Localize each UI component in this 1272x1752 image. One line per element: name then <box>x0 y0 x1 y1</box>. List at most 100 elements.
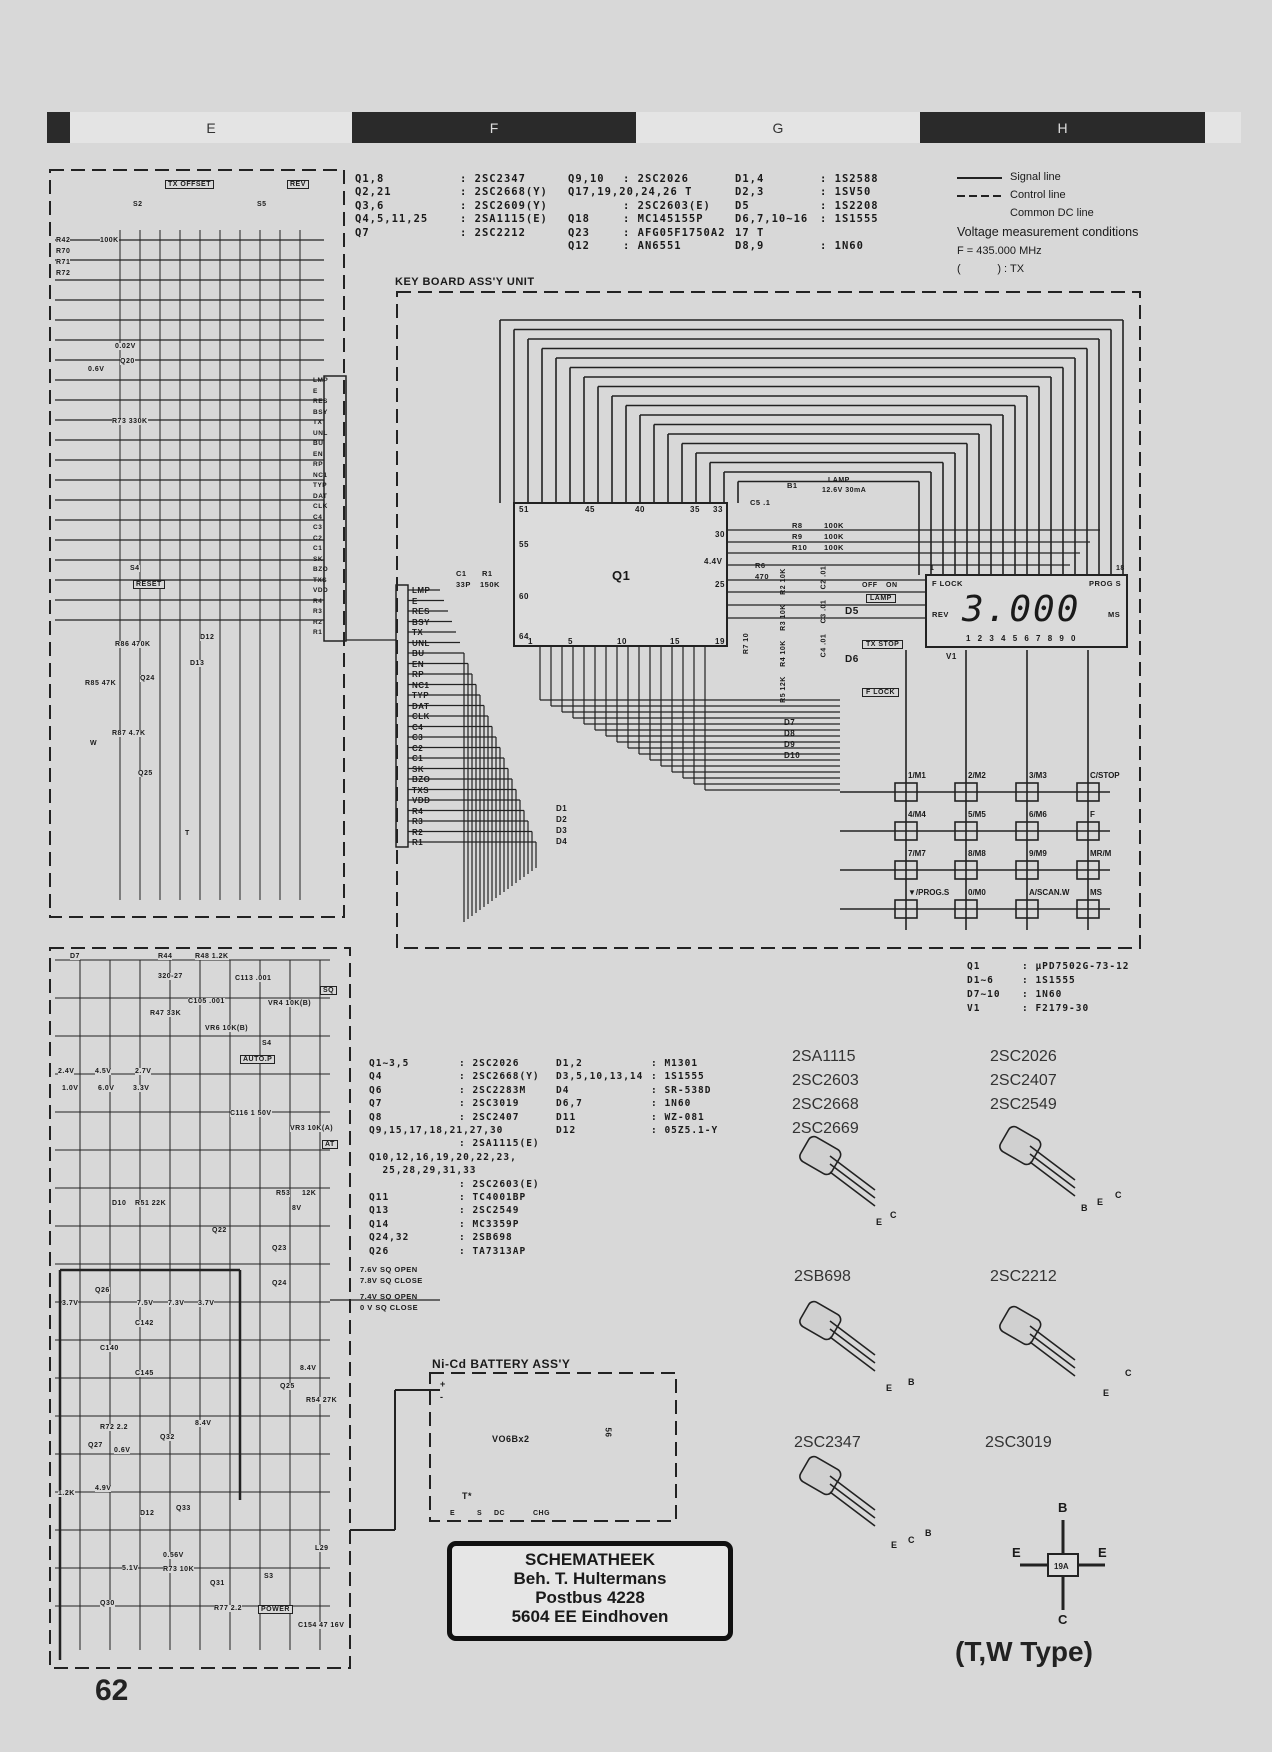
part-number: 2SB698 <box>472 1232 513 1244</box>
connector-pin-label: C4 <box>412 722 424 732</box>
circuit-label-v84: 8.4V <box>300 1365 317 1372</box>
switch-tx-stop: TX STOP <box>862 640 904 649</box>
part-number: 2SC2668(Y) <box>474 186 548 199</box>
part-ref: Q23 <box>568 226 590 239</box>
part-ref: Q6 <box>369 1084 383 1096</box>
parts-row: Q17,19,20,24,26 T <box>568 186 726 199</box>
part-number: 1N60 <box>834 240 864 253</box>
transistor-package-icon <box>799 1300 876 1372</box>
connector-pin-label: UNL <box>412 638 430 648</box>
circuit-label-vr3: VR3 10K(A) <box>290 1125 334 1132</box>
circuit-label-v24: 2.4V <box>58 1068 75 1075</box>
parts-row: D7~10: 1N60 <box>967 988 1130 1002</box>
circuit-label-c113: C113 .001 <box>235 975 272 982</box>
parts-row: Q18: MC145155P <box>568 213 726 226</box>
ic-pin-number: 25 <box>715 580 725 589</box>
separator: : <box>623 199 638 212</box>
circuit-label-q24: Q24 <box>140 675 155 682</box>
circuit-label-v51: 5.1V <box>122 1565 139 1572</box>
part-ref: Q26 <box>369 1245 390 1257</box>
part-ref: Q14 <box>369 1218 390 1230</box>
transistor-type: 2SC2026 <box>990 1048 1057 1065</box>
parts-row: D6,7,10~16: 1S1555 <box>735 213 879 226</box>
circuit-label-r48: R48 1.2K <box>195 953 229 960</box>
switch-on-label: ON <box>886 582 898 589</box>
key-label: F <box>1090 810 1095 819</box>
circuit-label-t: T <box>185 830 190 837</box>
stamp-line: Beh. T. Hultermans <box>513 1569 667 1588</box>
connector-pin-label: BZO <box>412 775 431 784</box>
connector-pin-label: UNL <box>313 429 328 437</box>
part-number: 05Z5.1-Y <box>664 1125 719 1137</box>
circuit-label-v06b: 0.6V <box>114 1447 131 1454</box>
connector-pin-label: R1 <box>313 629 323 636</box>
separator: : <box>623 240 638 253</box>
battery-terminal: CHG <box>533 1510 551 1517</box>
connector-pin-label: SK <box>313 555 324 563</box>
circuit-label-vr4: VR4 10K(B) <box>268 1000 312 1007</box>
separator: : <box>1022 989 1036 1000</box>
part-ref <box>369 1178 459 1191</box>
parts-row: Q7: 2SC2212 <box>355 227 548 240</box>
parts-row: D1,2: M1301 <box>556 1057 718 1070</box>
circuit-label-c140: C140 <box>100 1345 119 1352</box>
connector-pin-label: BU <box>313 440 324 447</box>
part-number: M1301 <box>664 1058 699 1069</box>
component-r8: R8 <box>792 521 803 530</box>
part-ref: Q7 <box>369 1098 383 1110</box>
connector-main <box>323 375 347 642</box>
lamp-spec: 12.6V 30mA <box>822 487 867 494</box>
separator: : <box>820 240 835 253</box>
transistor-pin-label: E <box>876 1217 883 1227</box>
connector-pin-label: DAT <box>412 701 430 711</box>
circuit-label-d13: D13 <box>190 660 205 667</box>
circuit-label-r53: R53 <box>276 1190 291 1197</box>
battery-title: Ni-Cd BATTERY ASS'Y <box>432 1357 571 1371</box>
circuit-label-q24b: Q24 <box>272 1280 287 1287</box>
parts-row: Q13: 2SC2549 <box>369 1204 540 1217</box>
part-number: 2SC3019 <box>472 1098 520 1110</box>
ic-pin-number: 45 <box>585 505 595 514</box>
switch-f-lock: F LOCK <box>862 688 900 697</box>
transistor-group-2: 2SC2026 2SC2407 2SC2549 <box>990 1045 1057 1117</box>
separator: : <box>651 1111 665 1123</box>
circuit-label-r73b: R73 10K <box>163 1566 195 1573</box>
parts-row: : 2SC2603(E) <box>568 200 726 213</box>
separator: : <box>459 1058 473 1069</box>
sq-note: 0 V SQ CLOSE <box>360 1303 419 1312</box>
key-label: 5/M5 <box>968 810 986 819</box>
ic-pin-number: 10 <box>617 637 627 646</box>
circuit-label-r85: R85 47K <box>85 680 117 687</box>
connector-pin-label: BZO <box>313 566 329 573</box>
display-rev: REV <box>932 610 949 619</box>
display-ms: MS <box>1108 610 1121 619</box>
part-ref: V1 <box>967 1003 981 1014</box>
separator: : <box>651 1084 665 1096</box>
circuit-label-r47: R47 33K <box>150 1010 182 1017</box>
connector-pin-label: VDD <box>313 587 329 594</box>
part-ref: Q9,15,17,18,21,27,30 <box>369 1125 504 1137</box>
connector-pin-label: SK <box>412 764 425 774</box>
part-ref: D8,9 <box>735 240 765 253</box>
separator: : <box>820 186 835 199</box>
ic-pin-number: 30 <box>715 530 725 539</box>
circuit-label-v49: 4.9V <box>95 1485 112 1492</box>
circuit-label-r70: R70 <box>56 248 71 255</box>
connector-pin-label: TXS <box>412 785 430 795</box>
column-header-g: G <box>636 112 920 143</box>
separator: : <box>459 1071 473 1083</box>
circuit-label-c116: C116 1 50V <box>230 1110 272 1117</box>
circuit-label-d7: D7 <box>70 953 80 960</box>
part-number: SR-538D <box>664 1084 712 1096</box>
transistor-type: 2SB698 <box>794 1268 851 1285</box>
part-number: 2SC2407 <box>472 1111 520 1123</box>
circuit-label-q30: Q30 <box>100 1600 115 1607</box>
circuit-label-d10: D10 <box>112 1200 127 1207</box>
package-code: 19A <box>1054 1562 1069 1571</box>
circuit-label-r72b: R72 2.2 <box>100 1424 129 1431</box>
transistor-type: 2SC3019 <box>985 1434 1052 1451</box>
circuit-label-d12: D12 <box>200 634 215 641</box>
